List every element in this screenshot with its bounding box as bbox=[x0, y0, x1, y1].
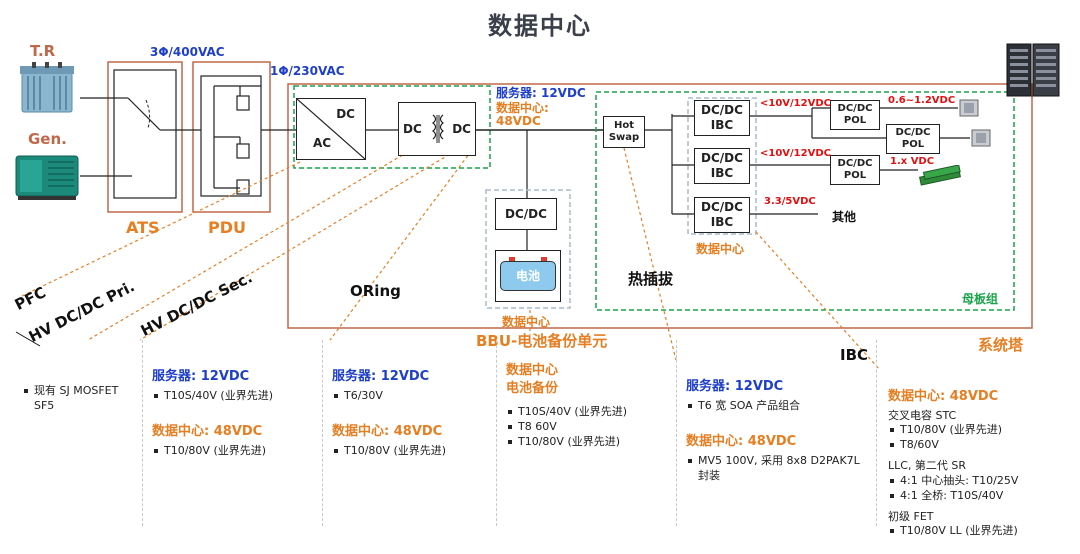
list-item: T6 宽 SOA 产品组合 bbox=[686, 399, 874, 414]
list-item: 现有 SJ MOSFET bbox=[22, 384, 140, 399]
column-hv-pri: 服务器: 12VDC T10S/40V (业界先进) 数据中心: 48VDC T… bbox=[152, 364, 320, 459]
dcdc-right-text: DC bbox=[452, 122, 471, 136]
list-item: 4:1 中心抽头: T10/25V bbox=[888, 474, 1076, 489]
list-item: T8 60V bbox=[506, 420, 674, 435]
transformer-icon bbox=[14, 62, 80, 116]
column-hot-plug: 服务器: 12VDC T6 宽 SOA 产品组合 数据中心: 48VDC MV5… bbox=[686, 374, 874, 484]
acdc-dc-text: DC bbox=[336, 107, 355, 121]
page-title: 数据中心 bbox=[488, 12, 592, 40]
other-label: 其他 bbox=[832, 210, 857, 224]
column-heading: 电池备份 bbox=[506, 380, 559, 396]
voltage-230-label: 1Φ/230VAC bbox=[270, 64, 345, 78]
voltage-10-12-b: <10V/12VDC bbox=[760, 148, 831, 159]
dcdc-left-text: DC bbox=[403, 122, 422, 136]
column-ibc: 数据中心: 48VDC 交叉电容 STC T10/80V (业界先进) T8/6… bbox=[888, 388, 1076, 539]
server-rack-icon bbox=[1003, 42, 1063, 98]
list-item: T10S/40V (业界先进) bbox=[152, 389, 320, 404]
tr-label: T.R bbox=[30, 42, 56, 60]
column-heading: 数据中心: 48VDC bbox=[686, 434, 797, 450]
list-item: T10S/40V (业界先进) bbox=[506, 405, 674, 420]
voltage-1x: 1.x VDC bbox=[890, 156, 935, 167]
list-item: T10/80V (业界先进) bbox=[152, 444, 320, 459]
subheading: 交叉电容 STC bbox=[888, 408, 957, 422]
battery-icon: 电池 bbox=[500, 257, 556, 291]
list-item: T6/30V bbox=[332, 389, 492, 404]
column-heading: 服务器: 12VDC bbox=[332, 369, 430, 384]
list-item: T10/80V (业界先进) bbox=[332, 444, 492, 459]
oring-label: ORing bbox=[350, 282, 401, 300]
column-heading: 数据中心 bbox=[506, 363, 559, 378]
list-item: SF5 bbox=[34, 398, 55, 412]
column-heading: 服务器: 12VDC bbox=[686, 379, 784, 394]
motherboard-label: 母板组 bbox=[962, 292, 999, 306]
voltage-06-12: 0.6~1.2VDC bbox=[888, 95, 956, 106]
list-item: T10/80V (业界先进) bbox=[506, 435, 674, 450]
list-item: MV5 100V, 采用 8x8 D2PAK7L bbox=[686, 454, 874, 469]
server-12v-label: 服务器: 12VDC bbox=[496, 86, 586, 100]
pdu-frame bbox=[192, 61, 271, 213]
memory-stick-icon bbox=[918, 164, 962, 187]
column-hv-sec: 服务器: 12VDC T6/30V 数据中心: 48VDC T10/80V (业… bbox=[332, 364, 492, 459]
gen-label: Gen. bbox=[28, 130, 67, 148]
ats-frame bbox=[107, 61, 183, 213]
hot-swap-block: Hot Swap bbox=[603, 116, 645, 148]
column-heading: 数据中心: 48VDC bbox=[888, 389, 999, 404]
list-item: T8/60V bbox=[888, 438, 1076, 453]
cpu-chip-icon bbox=[958, 98, 980, 118]
ats-label: ATS bbox=[126, 218, 160, 237]
battery-label: 电池 bbox=[515, 268, 540, 283]
column-heading: 数据中心: 48VDC bbox=[332, 424, 443, 440]
ibc-title: IBC bbox=[840, 346, 869, 364]
hot-plug-label: 热插拔 bbox=[628, 270, 674, 288]
list-item: T10/80V LL (业界先进) bbox=[888, 524, 1076, 539]
acdc-converter: DC AC bbox=[296, 98, 366, 160]
column-heading: 服务器: 12VDC bbox=[152, 369, 250, 384]
column-bbu: 数据中心 电池备份 T10S/40V (业界先进) T8 60V T10/80V… bbox=[506, 362, 674, 450]
pdu-label: PDU bbox=[208, 218, 246, 237]
system-tower-label: 系统塔 bbox=[978, 336, 1024, 354]
bbu-datacenter-label: 数据中心 bbox=[502, 315, 551, 329]
column-heading: 数据中心: 48VDC bbox=[152, 424, 263, 440]
voltage-10-12-a: <10V/12VDC bbox=[760, 98, 831, 109]
datacenter-48v-line2: 48VDC bbox=[496, 114, 541, 128]
subheading: 初级 FET bbox=[888, 509, 934, 523]
transformer-symbol-icon bbox=[432, 114, 444, 143]
system-tower-frame bbox=[287, 83, 1033, 329]
pol-converter-1: DC/DC POL bbox=[830, 100, 880, 130]
generator-icon bbox=[14, 150, 80, 202]
list-item: 4:1 全桥: T10S/40V bbox=[888, 489, 1076, 504]
pol-converter-3: DC/DC POL bbox=[830, 155, 880, 185]
list-item: T10/80V (业界先进) bbox=[888, 423, 1076, 438]
isolated-dcdc-converter: DC DC bbox=[398, 102, 476, 156]
list-item: 封装 bbox=[698, 468, 720, 482]
column-pfc: 现有 SJ MOSFET SF5 bbox=[22, 384, 140, 414]
ibc-converter-1: DC/DC IBC bbox=[694, 100, 750, 136]
subheading: LLC, 第二代 SR bbox=[888, 459, 967, 473]
battery-box: 电池 bbox=[495, 250, 561, 302]
cpu-chip-icon bbox=[970, 128, 992, 148]
bbu-title: BBU-电池备份单元 bbox=[476, 332, 608, 350]
ibc-converter-3: DC/DC IBC bbox=[694, 197, 750, 233]
ibc-converter-2: DC/DC IBC bbox=[694, 148, 750, 184]
ibc-datacenter-label: 数据中心 bbox=[696, 242, 745, 256]
acdc-ac-text: AC bbox=[313, 136, 332, 150]
bbu-dcdc: DC/DC bbox=[495, 198, 557, 230]
pol-converter-2: DC/DC POL bbox=[886, 124, 940, 154]
voltage-400-label: 3Φ/400VAC bbox=[150, 45, 225, 59]
datacenter-48v-line1: 数据中心: bbox=[496, 101, 549, 115]
voltage-33-5: 3.3/5VDC bbox=[764, 196, 816, 207]
